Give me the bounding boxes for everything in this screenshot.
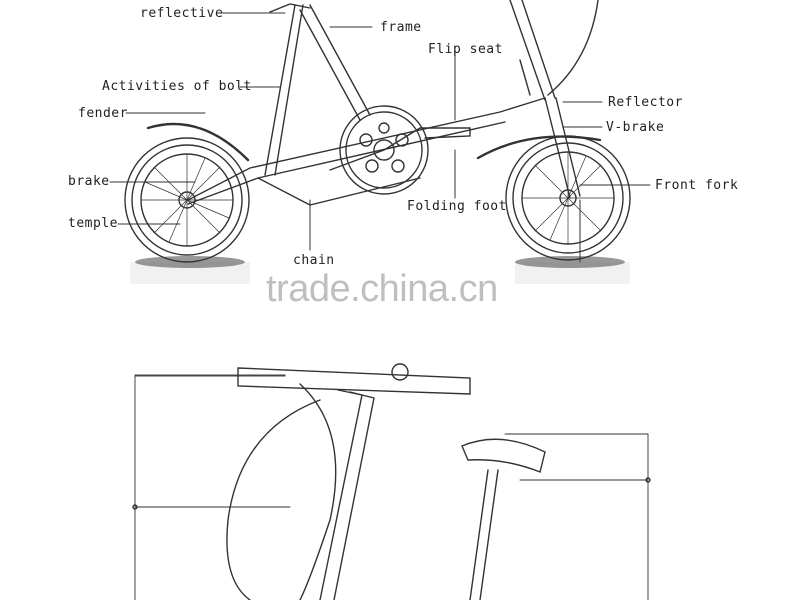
label-activities-of-bolt: Activities of bolt (102, 79, 252, 94)
ground-shadows (130, 256, 630, 284)
leader-lines (109, 12, 651, 263)
rear-fender (146, 122, 250, 162)
front-wheel (505, 135, 631, 261)
label-fender: fender (78, 106, 128, 121)
rear-wheel (124, 137, 250, 263)
label-chain: chain (293, 253, 335, 268)
label-flip-seat: Flip seat (428, 42, 503, 57)
label-reflective: reflective (140, 6, 224, 21)
chainring (329, 105, 471, 195)
label-temple: temple (68, 216, 118, 231)
label-frame: frame (380, 20, 422, 35)
label-reflector: Reflector (608, 95, 683, 110)
handlebar-seat-closeup (132, 363, 651, 600)
front-fender (476, 135, 602, 160)
watermark: trade.china.cn (266, 268, 498, 310)
label-v-brake: V-brake (606, 120, 665, 135)
bike-frame (187, 0, 599, 206)
label-brake: brake (68, 174, 110, 189)
label-folding-foot: Folding foot (407, 199, 507, 214)
label-front-fork: Front fork (655, 178, 739, 193)
